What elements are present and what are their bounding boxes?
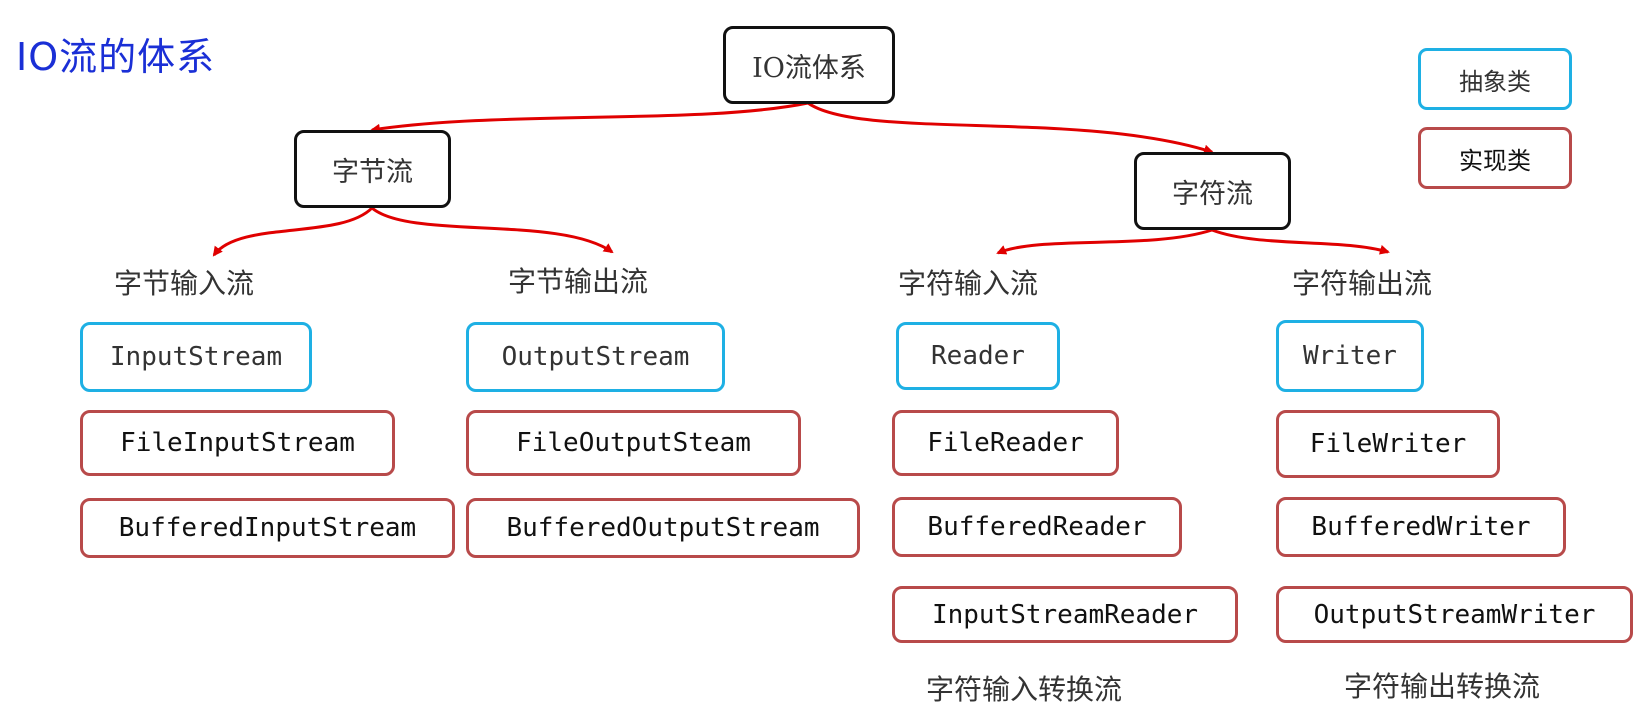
legend-abstract-class: 抽象类 bbox=[1418, 48, 1572, 110]
byte-stream-node: 字节流 bbox=[294, 130, 451, 208]
bufferedinputstream-box: BufferedInputStream bbox=[80, 498, 455, 558]
reader-box: Reader bbox=[896, 322, 1060, 390]
writer-box: Writer bbox=[1276, 320, 1424, 392]
filewriter-box: FileWriter bbox=[1276, 410, 1500, 478]
legend-implementation-class: 实现类 bbox=[1418, 127, 1572, 189]
arrow-byte-to-input bbox=[212, 206, 374, 257]
byte-output-heading: 字节输出流 bbox=[508, 265, 649, 298]
char-output-conversion-note: 字符输出转换流 bbox=[1344, 670, 1541, 703]
inputstreamreader-box: InputStreamReader bbox=[892, 586, 1238, 643]
arrow-root-to-byte bbox=[370, 101, 809, 134]
outputstreamwriter-box: OutputStreamWriter bbox=[1276, 586, 1633, 643]
char-output-heading: 字符输出流 bbox=[1292, 267, 1433, 300]
char-input-conversion-note: 字符输入转换流 bbox=[926, 673, 1123, 706]
bufferedoutputstream-box: BufferedOutputStream bbox=[466, 498, 860, 558]
arrow-byte-to-output bbox=[371, 206, 614, 254]
filereader-box: FileReader bbox=[892, 410, 1119, 476]
bufferedwriter-box: BufferedWriter bbox=[1276, 497, 1566, 557]
fileoutputsteam-box: FileOutputSteam bbox=[466, 410, 801, 476]
inputstream-box: InputStream bbox=[80, 322, 312, 392]
char-input-heading: 字符输入流 bbox=[898, 267, 1039, 300]
byte-input-heading: 字节输入流 bbox=[114, 267, 255, 300]
char-stream-node: 字符流 bbox=[1134, 152, 1291, 230]
root-node: IO流体系 bbox=[723, 26, 895, 104]
bufferedreader-box: BufferedReader bbox=[892, 497, 1182, 557]
fileinputstream-box: FileInputStream bbox=[80, 410, 395, 476]
arrow-root-to-char bbox=[807, 101, 1214, 155]
arrow-char-to-input bbox=[996, 228, 1213, 255]
outputstream-box: OutputStream bbox=[466, 322, 725, 392]
arrow-char-to-output bbox=[1211, 228, 1390, 255]
page-title: IO流的体系 bbox=[16, 35, 216, 79]
